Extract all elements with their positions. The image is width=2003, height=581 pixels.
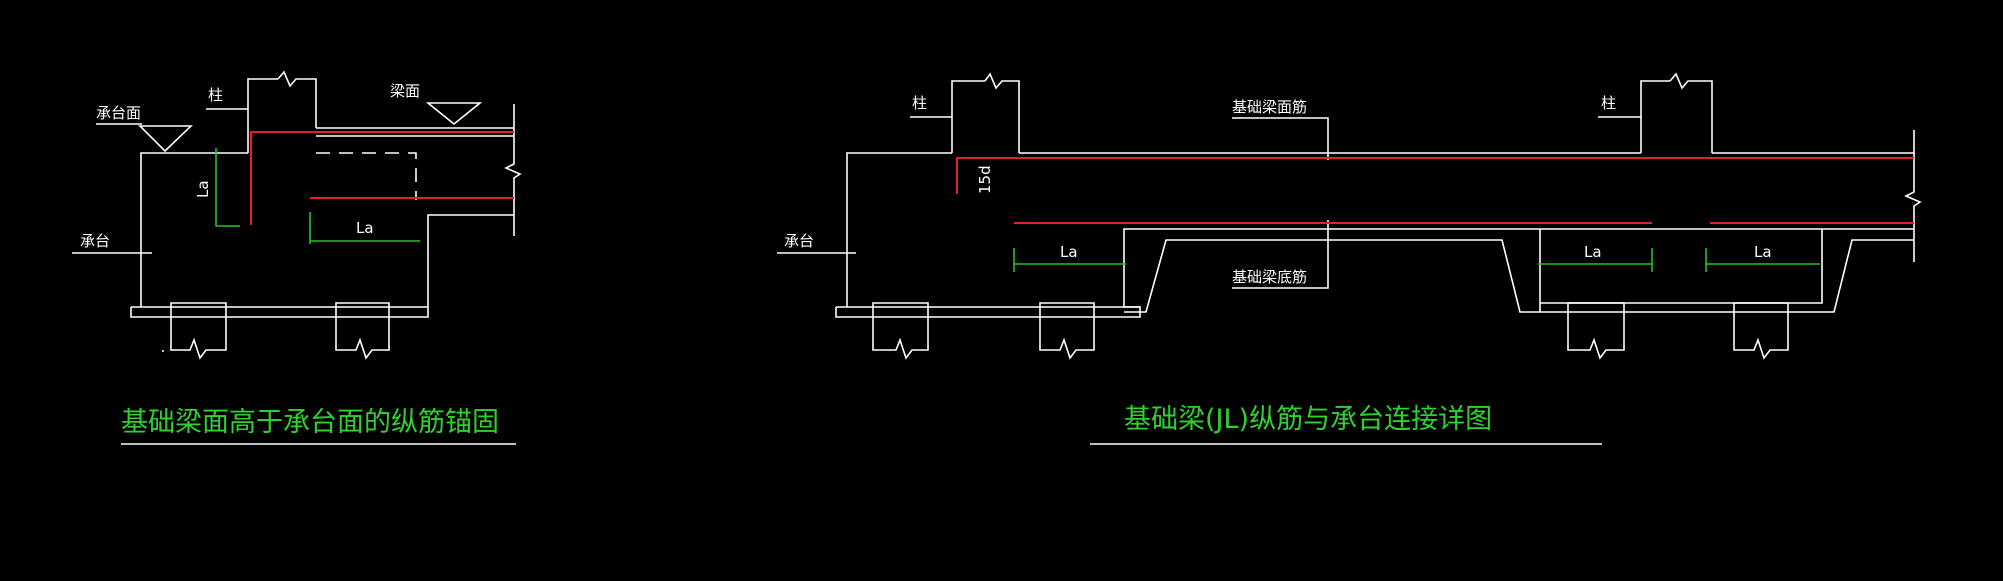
top-bars-label: 基础梁面筋 — [1232, 98, 1307, 116]
beam-surface-label: 梁面 — [390, 82, 420, 100]
left-column-label: 柱 — [208, 86, 223, 104]
left-detail: 承台面 柱 梁面 承台 La La 基础梁面高于承台面的纵筋锚固 — [72, 70, 522, 445]
right-la-label-1: La — [1060, 243, 1078, 261]
left-elevation-markers — [138, 102, 483, 153]
bottom-bars-label: 基础梁底筋 — [1232, 268, 1307, 286]
left-concrete-outline — [72, 70, 522, 360]
hook-length-label: 15d — [976, 165, 994, 194]
cap-surface-label: 承台面 — [96, 104, 141, 122]
right-concrete-outline — [777, 72, 1922, 360]
right-column-label-left: 柱 — [912, 94, 927, 112]
right-cap-label: 承台 — [784, 232, 814, 250]
left-dimensions — [215, 148, 420, 244]
right-la-label-2: La — [1584, 243, 1602, 261]
right-la-label-3: La — [1754, 243, 1772, 261]
left-rebar — [250, 131, 514, 225]
left-cap-label: 承台 — [80, 232, 110, 250]
right-detail-title: 基础梁(JL)纵筋与承台连接详图 — [1124, 404, 1492, 435]
left-detail-title: 基础梁面高于承台面的纵筋锚固 — [121, 407, 499, 438]
right-column-label-right: 柱 — [1601, 94, 1616, 112]
left-la-vertical-label: La — [194, 180, 212, 198]
right-dimensions — [1013, 248, 1820, 272]
right-rebar — [956, 157, 1914, 224]
left-la-horizontal-label: La — [356, 219, 374, 237]
right-detail: 柱 柱 基础梁面筋 基础梁底筋 15d 承台 La La La 基础梁(JL)纵… — [777, 72, 1922, 445]
